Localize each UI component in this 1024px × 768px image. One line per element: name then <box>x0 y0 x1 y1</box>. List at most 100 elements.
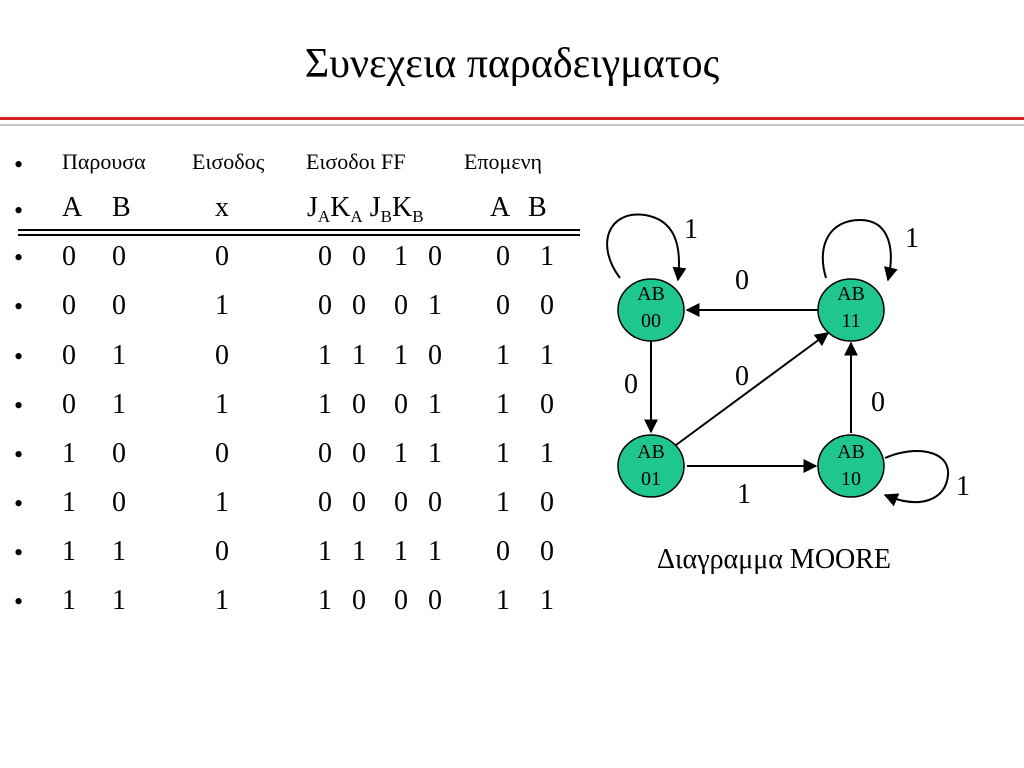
table-row: • 1 0 0 0 0 1 1 1 1 <box>0 438 590 478</box>
cell-kb: 1 <box>428 290 442 321</box>
cell-jb: 1 <box>394 438 408 469</box>
cell-x: 0 <box>215 536 229 567</box>
cell-next-a: 0 <box>496 241 510 272</box>
cell-jb: 0 <box>394 290 408 321</box>
cell-jb: 0 <box>394 585 408 616</box>
cell-a: 1 <box>62 585 76 616</box>
cell-kb: 1 <box>428 438 442 469</box>
subheader-ff: JAKA JBKB <box>307 192 424 227</box>
cell-kb: 1 <box>428 536 442 567</box>
cell-b: 1 <box>112 389 126 420</box>
cell-ja: 1 <box>318 585 332 616</box>
label-loop-00: 1 <box>684 214 698 245</box>
bullet: • <box>14 538 24 567</box>
subheader-jb: JB <box>369 192 392 226</box>
bullet: • <box>14 243 24 272</box>
subheader-next-a: A <box>490 192 511 223</box>
state-node-label: AB <box>637 441 665 463</box>
cell-next-b: 0 <box>540 290 554 321</box>
table-row: • 0 0 0 0 0 1 0 0 1 <box>0 241 590 281</box>
cell-kb: 0 <box>428 585 442 616</box>
cell-jb: 1 <box>394 536 408 567</box>
state-node-code: 11 <box>841 310 860 332</box>
subheader-b: B <box>112 192 131 223</box>
cell-jb: 0 <box>394 389 408 420</box>
state-node-code: 10 <box>841 468 861 490</box>
table-divider-bottom <box>18 234 580 236</box>
state-node-code: 00 <box>641 310 661 332</box>
cell-x: 1 <box>215 290 229 321</box>
subheader-a: A <box>62 192 83 223</box>
cell-a: 0 <box>62 241 76 272</box>
cell-a: 0 <box>62 389 76 420</box>
subheader-ja: JA <box>307 192 331 226</box>
cell-x: 1 <box>215 389 229 420</box>
diagram-caption: Διαγραμμα MOORE <box>657 544 892 575</box>
cell-a: 1 <box>62 487 76 518</box>
loop-10 <box>883 450 950 507</box>
cell-x: 0 <box>215 241 229 272</box>
cell-x: 0 <box>215 340 229 371</box>
header-present: Παρουσα <box>62 149 146 174</box>
cell-a: 0 <box>62 340 76 371</box>
bullet: • <box>14 292 24 321</box>
cell-next-b: 1 <box>540 585 554 616</box>
bullet: • <box>14 196 24 225</box>
label-edge-00-01: 0 <box>624 369 638 400</box>
cell-ja: 1 <box>318 536 332 567</box>
header-ff-inputs: Εισοδοι FF <box>306 149 406 174</box>
header-next: Επομενη <box>464 149 543 174</box>
cell-b: 1 <box>112 340 126 371</box>
title-rule-red <box>0 117 1024 120</box>
edge-01-11 <box>675 332 830 446</box>
bullet: • <box>14 587 24 616</box>
label-edge-01-10: 1 <box>737 479 751 510</box>
cell-jb: 0 <box>394 487 408 518</box>
table-row: • 0 0 1 0 0 0 1 0 0 <box>0 290 590 330</box>
cell-b: 0 <box>112 487 126 518</box>
cell-ka: 0 <box>352 585 366 616</box>
cell-ka: 1 <box>352 340 366 371</box>
bullet: • <box>14 391 24 420</box>
state-node-01: AB 01 <box>617 434 685 498</box>
cell-next-b: 0 <box>540 487 554 518</box>
cell-ka: 0 <box>352 438 366 469</box>
loop-11 <box>821 218 898 282</box>
table-divider-top <box>18 229 580 231</box>
cell-kb: 0 <box>428 241 442 272</box>
cell-jb: 1 <box>394 340 408 371</box>
subheader-x: x <box>215 192 229 223</box>
cell-ja: 1 <box>318 340 332 371</box>
cell-next-a: 1 <box>496 340 510 371</box>
cell-next-a: 0 <box>496 536 510 567</box>
bullet: • <box>14 150 24 179</box>
cell-a: 1 <box>62 536 76 567</box>
bullet: • <box>14 440 24 469</box>
cell-b: 0 <box>112 438 126 469</box>
cell-ka: 0 <box>352 241 366 272</box>
cell-ja: 0 <box>318 438 332 469</box>
cell-ka: 0 <box>352 487 366 518</box>
cell-next-b: 1 <box>540 340 554 371</box>
loop-00 <box>606 213 687 282</box>
cell-ja: 0 <box>318 487 332 518</box>
cell-b: 0 <box>112 241 126 272</box>
cell-next-b: 0 <box>540 536 554 567</box>
table-row: • 1 0 1 0 0 0 0 1 0 <box>0 487 590 527</box>
cell-next-b: 1 <box>540 241 554 272</box>
cell-b: 1 <box>112 536 126 567</box>
cell-next-a: 1 <box>496 389 510 420</box>
label-edge-11-00: 0 <box>735 265 749 296</box>
cell-next-a: 1 <box>496 487 510 518</box>
cell-jb: 1 <box>394 241 408 272</box>
table-row: • 1 1 1 1 0 0 0 1 1 <box>0 585 590 625</box>
state-node-10: AB 10 <box>817 434 885 498</box>
cell-x: 0 <box>215 438 229 469</box>
cell-next-b: 0 <box>540 389 554 420</box>
subheader-ka: KA <box>330 192 363 226</box>
header-input: Εισοδος <box>192 149 265 174</box>
subheader-kb: KB <box>391 192 424 226</box>
state-node-11: AB 11 <box>817 278 885 342</box>
table-row: • 0 1 1 1 0 0 1 1 0 <box>0 389 590 429</box>
cell-next-b: 1 <box>540 438 554 469</box>
